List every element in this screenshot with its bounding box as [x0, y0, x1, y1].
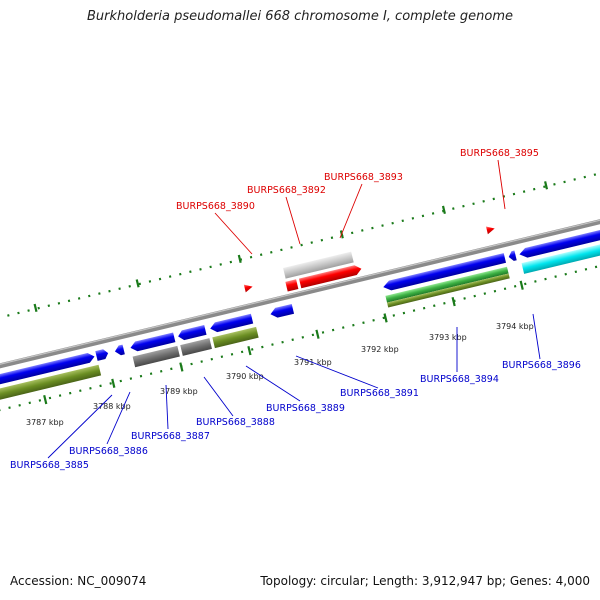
accession-text: Accession: NC_009074: [10, 574, 147, 588]
red-marker-left: [243, 284, 253, 293]
lower-tick-ruler: [0, 257, 600, 412]
gene-burps668-3885-arrow: [0, 352, 95, 387]
tick-label-3793: 3793 kbp: [429, 333, 467, 342]
blue-gene-row: [0, 224, 600, 387]
gene-label-burps668-3888[interactable]: BURPS668_3888: [196, 417, 275, 428]
map-title: Burkholderia pseudomallei 668 chromosome…: [86, 9, 514, 24]
dark-grey-feature-block: [132, 345, 180, 368]
gene-label-burps668-3893[interactable]: BURPS668_3893: [324, 172, 403, 183]
olive-sub-block: [387, 273, 510, 308]
bottom-leader-lines: [47, 313, 541, 459]
genome-summary-text: Topology: circular; Length: 3,912,947 bp…: [260, 574, 590, 588]
gene-label-burps668-3887[interactable]: BURPS668_3887: [131, 431, 210, 442]
gene-burps668-3888-arrow: [178, 324, 207, 341]
gene-label-burps668-3890[interactable]: BURPS668_3890: [176, 201, 255, 212]
gene-burps668-3889-arrow: [210, 313, 254, 333]
red-marker-right: [485, 226, 495, 235]
top-leader-lines: [214, 159, 506, 255]
tick-label-3787: 3787 kbp: [26, 418, 64, 427]
gene-label-burps668-3895[interactable]: BURPS668_3895: [460, 148, 539, 159]
gene-burps668-3887-arrow: [130, 332, 176, 352]
small-blue-arrow-2: [508, 250, 517, 261]
bottom-gene-labels: BURPS668_3885 BURPS668_3886 BURPS668_388…: [10, 360, 581, 471]
feature-row: [0, 237, 600, 401]
tick-label-3794: 3794 kbp: [496, 322, 534, 331]
genome-backbone: [0, 212, 600, 371]
gene-label-burps668-3891[interactable]: BURPS668_3891: [340, 388, 419, 399]
tick-label-3788: 3788 kbp: [93, 402, 131, 411]
olive-feature-block: [0, 364, 102, 401]
olive-feature-block-2: [212, 326, 259, 349]
gene-burps668-3894-arrow: [383, 253, 507, 291]
tick-label-3789: 3789 kbp: [160, 387, 198, 396]
gene-burps668-3896-arrow: [519, 224, 600, 258]
cyan-feature-block: [521, 237, 600, 274]
gene-label-burps668-3885[interactable]: BURPS668_3885: [10, 460, 89, 471]
gene-label-burps668-3892[interactable]: BURPS668_3892: [247, 185, 326, 196]
gene-label-burps668-3894[interactable]: BURPS668_3894: [420, 374, 499, 385]
gene-label-burps668-3886[interactable]: BURPS668_3886: [69, 446, 148, 457]
gene-burps668-3892-arrow: [285, 279, 299, 292]
tick-label-3790: 3790 kbp: [226, 372, 264, 381]
small-blue-arrow: [114, 344, 125, 356]
gene-burps668-3893-arrow: [298, 265, 362, 289]
lower-major-ticks: [43, 280, 524, 405]
gene-label-burps668-3889[interactable]: BURPS668_3889: [266, 403, 345, 414]
gene-label-burps668-3896[interactable]: BURPS668_3896: [502, 360, 581, 371]
linear-track-group: [0, 170, 600, 412]
tick-label-3792: 3792 kbp: [361, 345, 399, 354]
dark-grey-feature-block-2: [180, 338, 212, 356]
gene-burps668-3891-arrow: [270, 303, 295, 318]
top-gene-labels: BURPS668_3890 BURPS668_3892 BURPS668_389…: [176, 148, 539, 212]
green-feature-block: [385, 266, 509, 303]
gene-burps668-3886-arrow: [95, 349, 109, 361]
grey-feature-block: [283, 251, 354, 279]
